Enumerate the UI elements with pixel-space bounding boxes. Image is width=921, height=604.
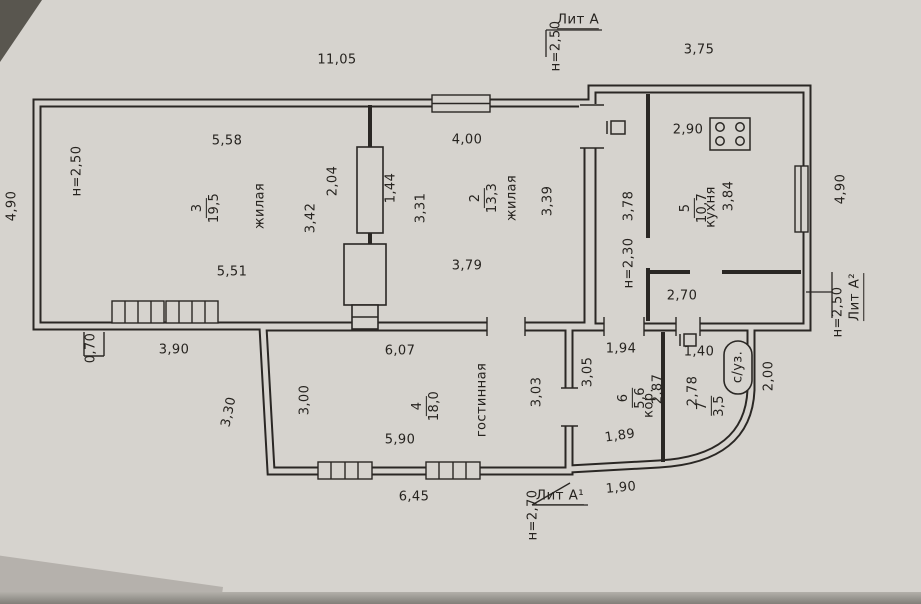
dim-living-inner: 5,90	[384, 432, 416, 448]
dim-room3-top: 5,58	[211, 133, 243, 149]
dim-living-bottom: 6,45	[398, 489, 430, 505]
dim-top-left-width: 11,05	[317, 52, 357, 68]
room-4-number: 4	[410, 395, 427, 417]
dim-room2-side: 3,39	[540, 185, 556, 217]
dim-living-top: 6,07	[384, 343, 416, 359]
dim-1-40: 1,40	[683, 344, 715, 360]
lit-a1-height: н=2,70	[525, 489, 541, 541]
dim-2-87: 2,87	[650, 373, 666, 405]
dim-kitchen-side: 3,84	[721, 180, 737, 212]
dim-3-30: 3,30	[218, 395, 240, 429]
vent-icon-bathroom	[679, 333, 697, 347]
room-5-number: 5	[678, 197, 695, 219]
dim-1-90: 1,90	[605, 479, 637, 497]
lit-a2-height: н=2,50	[830, 286, 846, 338]
height-kitchen: н=2,30	[621, 237, 637, 289]
name-room2: жилая	[504, 174, 520, 222]
room-4-area: 18,0	[426, 390, 442, 422]
dim-hall-side: 3,78	[621, 190, 637, 222]
gas-stove-icon	[709, 117, 751, 151]
dim-left-height: 4,90	[4, 190, 20, 222]
dim-2-00: 2,00	[761, 360, 777, 392]
leader-lines	[531, 29, 833, 506]
room-2-area: 13,3	[484, 182, 500, 214]
height-room3: н=2,50	[69, 145, 85, 197]
name-room7: с/уз.	[730, 350, 746, 384]
dim-room3-bottom: 5,51	[216, 264, 248, 280]
dim-top-right-width: 3,75	[683, 42, 715, 58]
room-2-number: 2	[468, 187, 485, 209]
dim-room2-bottom: 3,79	[451, 258, 483, 274]
room-7-area: 3,5	[711, 395, 727, 417]
lit-a-top-height: н=2,50	[548, 20, 564, 72]
name-room5: кухня	[703, 186, 719, 228]
name-room3: жилая	[252, 182, 268, 230]
room-3-area: 19,5	[206, 192, 222, 224]
step-marker	[83, 332, 105, 357]
photo-corner-shadow	[0, 0, 42, 62]
dim-3-05: 3,05	[580, 356, 596, 388]
room-3-number: 3	[190, 197, 207, 219]
dim-0-70: 0,70	[83, 332, 99, 364]
wall-openings	[486, 104, 701, 427]
dim-3-31: 3,31	[413, 192, 429, 224]
paper-bottom-edge	[0, 592, 921, 604]
lit-a-top: Лит А	[556, 11, 600, 29]
windows	[111, 94, 809, 480]
dim-2-70: 2,70	[666, 288, 698, 304]
stove	[343, 146, 387, 330]
dim-stove-left: 2,04	[325, 165, 341, 197]
dim-1-89: 1,89	[603, 426, 637, 446]
room-6-number: 6	[616, 387, 633, 409]
dim-right-height: 4,90	[833, 173, 849, 205]
lit-a2: Лит А²	[846, 272, 864, 322]
name-room4: гостинная	[474, 362, 490, 438]
dim-1-94: 1,94	[605, 341, 637, 357]
room-7-number: 7	[695, 395, 712, 417]
dim-kitchen-top: 2,90	[672, 122, 704, 138]
dim-stove-right: 1,44	[383, 172, 399, 204]
vent-icon-kitchen	[606, 120, 626, 135]
bathroom-callout	[723, 340, 753, 395]
dim-3-42: 3,42	[303, 202, 319, 234]
dim-room2-top: 4,00	[451, 132, 483, 148]
dim-3-00: 3,00	[297, 384, 313, 416]
dim-3-03: 3,03	[529, 376, 545, 408]
lit-a1: Лит А¹	[535, 487, 585, 505]
dim-3-90: 3,90	[158, 342, 190, 358]
